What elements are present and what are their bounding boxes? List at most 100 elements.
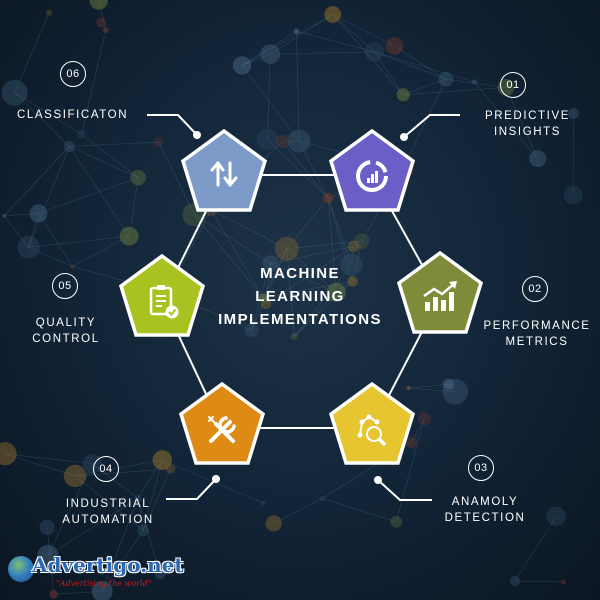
network-node (45, 9, 53, 16)
label-06: CLASSIFICATON (17, 107, 128, 123)
network-line (241, 14, 333, 66)
network-line (332, 14, 395, 47)
connector-01 (403, 114, 460, 138)
label-05-line-2: CONTROL (32, 333, 100, 345)
number-badge-06: 06 (60, 61, 86, 87)
network-node (258, 293, 267, 302)
network-line (270, 246, 354, 264)
center-title-line-3: IMPLEMENTATIONS (218, 311, 382, 328)
network-line (408, 387, 456, 392)
network-node (442, 378, 455, 390)
network-line (332, 14, 375, 53)
network-line (193, 214, 264, 298)
network-line (394, 45, 446, 80)
network-node (275, 134, 290, 149)
network-line (286, 248, 295, 337)
network-node (119, 226, 139, 246)
connector-06 (147, 114, 198, 136)
clipboard-check-icon (149, 285, 179, 319)
network-line (270, 51, 375, 55)
network-node (560, 579, 567, 585)
network-line (395, 418, 425, 522)
node-pentagon-01 (328, 128, 416, 212)
sort-arrows-icon (210, 161, 238, 187)
network-line (28, 146, 70, 248)
network-line (445, 78, 506, 88)
network-line (137, 498, 161, 574)
network-node (152, 450, 173, 470)
network-line (75, 468, 171, 477)
network-line (14, 92, 82, 135)
network-line (282, 140, 300, 142)
network-line (294, 292, 337, 337)
connector-04 (166, 478, 217, 500)
network-node (154, 568, 166, 580)
network-node (256, 128, 279, 151)
network-node (130, 169, 146, 186)
network-line (514, 516, 557, 582)
network-line (505, 87, 539, 159)
network-node (546, 506, 566, 526)
network-node (417, 411, 432, 426)
network-node (347, 276, 358, 287)
network-line (69, 146, 130, 237)
number-badge-03: 03 (468, 455, 494, 481)
network-line (241, 30, 297, 66)
number-badge-02: 02 (522, 276, 548, 302)
network-line (294, 264, 352, 337)
network-line (403, 78, 446, 96)
network-line (327, 198, 352, 265)
network-node (70, 264, 75, 269)
network-line (81, 134, 139, 178)
label-04-line-2: AUTOMATION (62, 514, 154, 526)
network-line (474, 81, 538, 159)
network-line (241, 65, 300, 142)
network-node (17, 236, 40, 259)
network-line (296, 30, 375, 53)
network-line (267, 139, 329, 199)
watermark-tagline: "Advertising the world" (56, 579, 152, 588)
network-line (374, 51, 475, 83)
network-node (287, 129, 311, 153)
number-badge-05: 05 (52, 273, 78, 299)
network-node (340, 253, 363, 276)
network-node (36, 544, 59, 567)
network-node (438, 71, 454, 87)
network-node (2, 213, 7, 218)
label-03-line-2: DETECTION (444, 512, 526, 524)
number-badge-01: 01 (500, 72, 526, 98)
network-node (153, 137, 164, 147)
network-line (142, 468, 171, 531)
network-line (46, 527, 54, 595)
network-line (515, 580, 564, 583)
magnifier-network-icon (357, 414, 387, 447)
label-04-line-1: INDUSTRIAL (65, 498, 151, 510)
network-line (3, 215, 29, 248)
network-line (262, 248, 288, 298)
network-node (262, 255, 279, 272)
wrench-screwdriver-icon (208, 416, 236, 443)
network-line (374, 51, 404, 95)
network-node (0, 442, 17, 466)
network-line (194, 214, 271, 264)
network-node (406, 386, 411, 391)
globe-icon (8, 556, 34, 582)
network-line (270, 248, 288, 264)
watermark: Advertigo.net "Advertising the world" (4, 548, 184, 596)
network-line (251, 248, 288, 331)
trending-bar-chart-icon (423, 281, 457, 311)
network-node (326, 282, 346, 302)
network-line (403, 87, 506, 96)
network-node (260, 44, 281, 65)
network-line (286, 248, 337, 293)
node-pentagon-04 (178, 381, 266, 465)
network-line (3, 146, 70, 217)
connector-03 (377, 479, 432, 501)
number-badge-04: 04 (93, 456, 119, 482)
network-node (63, 464, 87, 488)
label-01-line-2: INSIGHTS (493, 126, 562, 138)
network-node (232, 56, 252, 75)
network-node (261, 500, 266, 506)
